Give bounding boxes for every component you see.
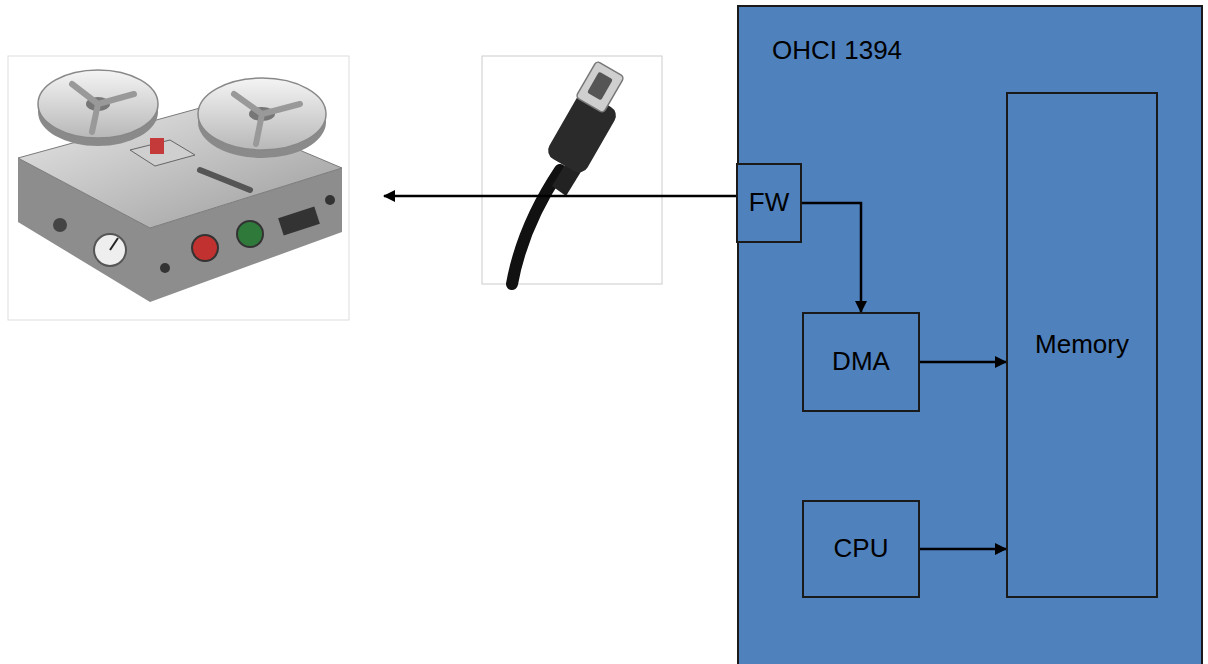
- board-panel: [738, 6, 1202, 664]
- tape-recorder-picture: [8, 56, 349, 320]
- data-arrow: [920, 361, 1006, 364]
- port-box: FW: [736, 163, 802, 243]
- box-label: Memory: [1035, 330, 1129, 360]
- board-panel: OHCI 1394FW DMA MemoryCPU: [738, 6, 1202, 664]
- firewire-cable-picture: [482, 56, 662, 284]
- box-label: DMA: [832, 347, 890, 377]
- data-arrow: [920, 548, 1006, 551]
- box-label: FW: [749, 188, 789, 218]
- panel-title: OHCI 1394: [772, 36, 902, 66]
- data-arrow: [802, 203, 861, 312]
- output-arrow: [384, 195, 736, 198]
- dma-box: DMA: [802, 312, 920, 412]
- cpu-box: CPU: [802, 500, 920, 598]
- box-label: CPU: [834, 534, 889, 564]
- memory-box: Memory: [1006, 92, 1158, 598]
